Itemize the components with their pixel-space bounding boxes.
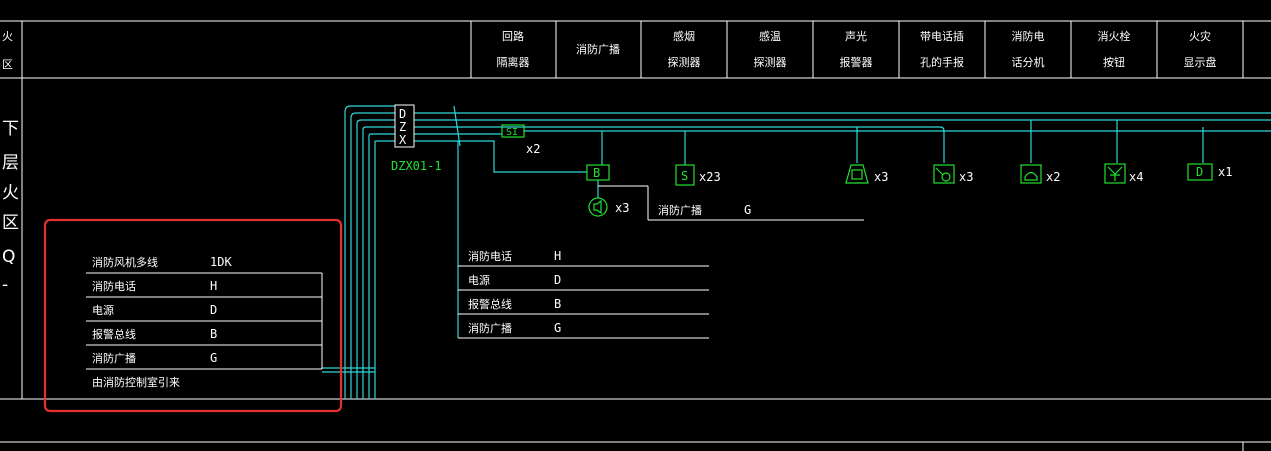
legend-left-code-3: D [210, 303, 217, 317]
broadcast-module-icon [586, 164, 610, 181]
header-col-7-l2: 话分机 [1012, 55, 1045, 69]
highlight-box [43, 218, 343, 413]
legend-left-code-5: G [210, 351, 217, 365]
header-col-8-l2: 按钮 [1103, 55, 1125, 69]
legend-left-code-1: 1DK [210, 255, 232, 269]
legend-mid-code-4: G [554, 321, 561, 335]
module-label: DZX01-1 [391, 159, 442, 173]
phone-extension-icon [1020, 164, 1042, 184]
speaker-icon [588, 197, 608, 217]
isolator-symbol: SI [506, 127, 518, 138]
legend-left-footer: 由消防控制室引来 [92, 375, 180, 389]
legend-mid-code-3: B [554, 297, 561, 311]
legend-mid-code-2: D [554, 273, 561, 287]
smoke-detector-count: x23 [699, 170, 721, 184]
zone-label: 下 层 火 区 Q - [2, 119, 19, 295]
isolator-count: x2 [526, 142, 540, 156]
legend-left-code-4: B [210, 327, 217, 341]
header-col-9-l1: 火灾 [1189, 29, 1211, 43]
legend-mid-name-3: 报警总线 [468, 297, 512, 311]
header-col-8-l1: 消火栓 [1098, 29, 1131, 43]
speaker-count: x3 [615, 201, 629, 215]
dzx-letter-z: Z [399, 120, 406, 134]
zone-col-l2: 区 [2, 58, 13, 71]
legend-left: 消防风机多线 1DK 消防电话 H 电源 D 报警总线 B 消防广播 G 由消防… [86, 255, 323, 389]
legend-left-name-4: 报警总线 [92, 327, 136, 341]
smoke-detector-icon [675, 164, 695, 186]
legend-mid: 消防电话 H 电源 D 报警总线 B 消防广播 G [458, 249, 709, 339]
legend-left-name-5: 消防广播 [92, 351, 136, 365]
legend-mid-code-1: H [554, 249, 561, 263]
heat-detector-count: x3 [874, 170, 888, 184]
zone-char-1: 下 [2, 119, 19, 139]
legend-mid-name-2: 电源 [468, 273, 490, 287]
header-col-7-l1: 消防电 [1012, 29, 1045, 43]
dzx-module: D Z X DZX01-1 [391, 104, 442, 173]
strobe-alarm-icon [933, 164, 955, 184]
zone-char-3: 火 [2, 183, 19, 203]
wire-bundle [322, 105, 1271, 399]
header-col-5-l1: 声光 [845, 29, 867, 43]
legend-left-name-2: 消防电话 [92, 279, 136, 293]
broadcast-module-symbol: B [593, 166, 600, 180]
header-col-4-l2: 探测器 [754, 56, 787, 69]
header-col-9-l2: 显示盘 [1184, 55, 1217, 69]
hydrant-button-count: x4 [1129, 170, 1143, 184]
legend-left-name-3: 电源 [92, 303, 114, 317]
zone-char-6: - [2, 275, 8, 295]
hydrant-button-icon [1104, 163, 1126, 184]
header-col-6-l2: 孔的手报 [920, 55, 964, 69]
strobe-alarm-count: x3 [959, 170, 973, 184]
display-panel-symbol: D [1196, 165, 1203, 179]
display-panel-count: x1 [1218, 165, 1232, 179]
smoke-detector-symbol: S [681, 169, 688, 183]
legend-left-code-2: H [210, 279, 217, 293]
header-columns: 回路 隔离器 消防广播 感烟 探测器 感温 探测器 声光 报警器 带电话插 孔的… [497, 29, 1217, 69]
legend-left-name-1: 消防风机多线 [92, 255, 158, 269]
dzx-letter-d: D [399, 107, 406, 121]
display-panel-icon [1187, 163, 1213, 181]
header-col-6-l1: 带电话插 [920, 29, 964, 43]
zone-char-5: Q [2, 247, 15, 267]
isolator-icon [501, 124, 525, 138]
header-col-1-l2: 隔离器 [497, 55, 530, 69]
dzx-letter-x: X [399, 133, 407, 147]
header-col-1-l1: 回路 [502, 30, 524, 43]
zone-char-2: 层 [2, 153, 19, 173]
broadcast-line: 消防广播 G [598, 185, 864, 221]
broadcast-line-code: G [744, 203, 751, 217]
table-frame [0, 20, 1271, 451]
heat-detector-icon [845, 164, 869, 184]
legend-mid-name-1: 消防电话 [468, 249, 512, 263]
devices: SI x2 B x3 S x23 x3 x3 x2 x4 D x1 [501, 124, 1232, 217]
header-col-3-l1: 感烟 [673, 29, 695, 43]
broadcast-line-name: 消防广播 [658, 203, 702, 217]
zone-col-l1: 火 [2, 30, 13, 43]
header-col-3-l2: 探测器 [668, 56, 701, 69]
header-col-4-l1: 感温 [759, 30, 781, 43]
zone-char-4: 区 [2, 213, 19, 233]
header-col-5-l2: 报警器 [840, 55, 873, 69]
legend-mid-name-4: 消防广播 [468, 321, 512, 335]
header-col-2-l1: 消防广播 [576, 42, 620, 56]
phone-extension-count: x2 [1046, 170, 1060, 184]
